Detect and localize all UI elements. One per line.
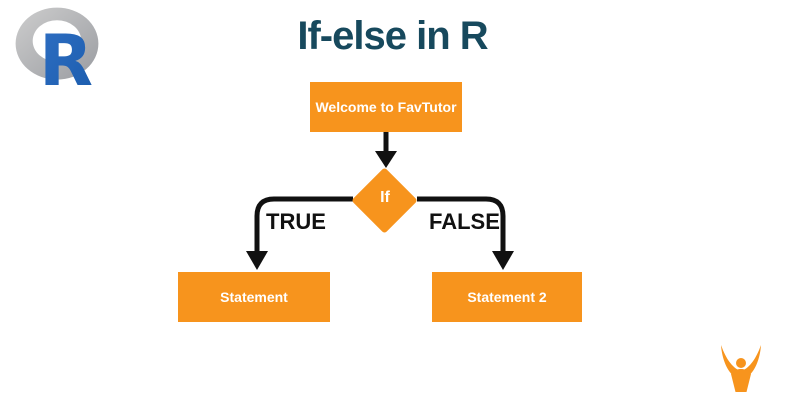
arrowhead-true-branch bbox=[246, 251, 268, 270]
start-box: Welcome to FavTutor bbox=[310, 82, 462, 132]
statement2-box-label: Statement 2 bbox=[467, 289, 547, 305]
start-box-label: Welcome to FavTutor bbox=[315, 99, 457, 115]
r-logo-letter: R bbox=[39, 20, 93, 94]
favtutor-logo bbox=[716, 344, 766, 394]
false-branch-label: FALSE bbox=[429, 209, 500, 234]
arrowhead-to-diamond bbox=[375, 151, 397, 168]
decision-label: If bbox=[380, 189, 390, 206]
r-language-logo: R bbox=[12, 4, 102, 102]
favtutor-head bbox=[736, 358, 746, 368]
favtutor-body bbox=[731, 369, 751, 392]
arrowhead-false-branch bbox=[492, 251, 514, 270]
statement-box: Statement bbox=[178, 272, 330, 322]
statement2-box: Statement 2 bbox=[432, 272, 582, 322]
statement-box-label: Statement bbox=[220, 289, 288, 305]
r-logo-graphic: R bbox=[15, 7, 99, 102]
true-branch-label: TRUE bbox=[266, 209, 326, 234]
favtutor-logo-graphic bbox=[721, 345, 761, 392]
favtutor-left-arm bbox=[721, 345, 740, 378]
r-logo-ring bbox=[15, 7, 99, 80]
page-title: If-else in R bbox=[297, 14, 488, 58]
favtutor-right-arm bbox=[742, 345, 761, 378]
